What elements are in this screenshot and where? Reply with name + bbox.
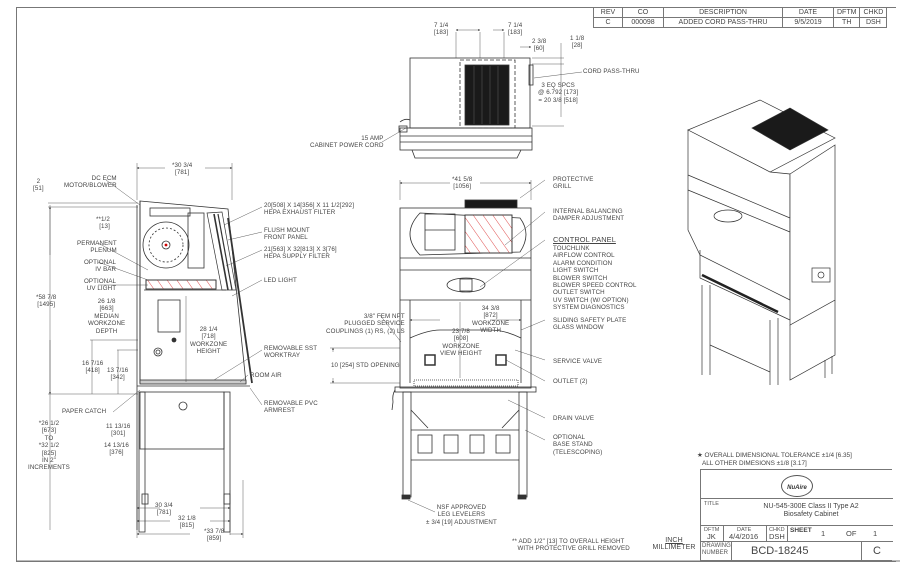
side-width-dim: *30 3/4 [781] <box>172 162 193 177</box>
supply-filter-label: 21[563] X 32[813] X 3[76] HEPA SUPPLY FI… <box>264 246 337 261</box>
drain-valve-label: DRAIN VALVE <box>553 415 595 422</box>
revision-header-row: REV CO DESCRIPTION DATE DFTM CHKD <box>593 7 888 18</box>
damper-label: INTERNAL BALANCING DAMPER ADJUSTMENT <box>553 208 625 223</box>
side-view <box>48 163 263 538</box>
divider <box>731 541 732 561</box>
chkd-value: DSH <box>859 17 888 28</box>
iv-bar-label: OPTIONAL IV BAR <box>84 259 117 274</box>
paper-catch-label: PAPER CATCH <box>62 408 107 415</box>
front-width-dim: *41 5/8 [1056] <box>452 176 473 191</box>
chkd-label: CHKD <box>769 527 785 533</box>
view-height-label: 23 7/8 [608] WORKZONE VIEW HEIGHT <box>440 328 483 358</box>
drawing-number-label: DRAWING NUMBER <box>702 543 731 556</box>
dim-2: 2 [51] <box>33 178 44 193</box>
dftm-value: JK <box>707 532 716 541</box>
dim-13-7-16: 13 7/16 [342] <box>107 367 129 382</box>
title-row-divider <box>701 498 893 499</box>
of-label: OF <box>846 529 857 538</box>
dftm-label: DFTM <box>704 527 720 533</box>
sheet-label: SHEET <box>790 527 812 534</box>
base-width-3: *33 7/8 [859] <box>204 528 225 543</box>
eq-spacing-label: 3 EQ SPCS @ 6.792 [173] = 20 3/8 [518] <box>538 82 579 104</box>
logo-text: NuAire <box>787 485 807 491</box>
motor-blower-label: DC ECM MOTOR/BLOWER <box>64 175 117 190</box>
protective-grill-label: PROTECTIVE GRILL <box>553 176 594 191</box>
dim-16-7-16: 16 7/16 [418] <box>82 360 104 375</box>
drawing-row-divider <box>701 541 893 542</box>
front-panel-label: FLUSH MOUNT FRONT PANEL <box>264 227 310 242</box>
power-cord-label: 15 AMP CABINET POWER CORD <box>310 135 384 150</box>
control-panel-items: TOUCHLINK AIRFLOW CONTROL ALARM CONDITIO… <box>553 245 637 312</box>
leg-levelers-label: NSF APPROVED LEG LEVELERS ± 3/4 [19] ADJ… <box>426 504 497 526</box>
workzone-height-label: 28 1/4 [718] WORKZONE HEIGHT <box>190 326 228 356</box>
workzone-width-label: 34 3/8 [872] WORKZONE WIDTH <box>472 305 510 335</box>
unit-inch: INCH <box>665 537 683 544</box>
of-value: 1 <box>873 529 878 538</box>
sheet-value: 1 <box>821 529 826 538</box>
dim-half-inch: **1/2 [13] <box>96 216 110 231</box>
revision-row: C 000098 ADDED CORD PASS-THRU 9/5/2019 T… <box>593 17 888 28</box>
divider <box>766 525 767 541</box>
dim-14-13-16: 14 13/16 [376] <box>104 442 129 457</box>
drawing-number: BCD-18245 <box>751 545 809 557</box>
control-panel-title: CONTROL PANEL <box>553 235 616 244</box>
front-view <box>330 179 546 513</box>
overall-height-dim: *58 7/8 [1495] <box>36 294 57 309</box>
uv-light-label: OPTIONAL UV LIGHT <box>84 278 117 293</box>
dim-top-right: 7 1/4 [183] <box>508 22 523 37</box>
plenum-label: PERMANENT PLENUM <box>77 240 117 255</box>
stand-height-dim: *26 1/2 [673] TO *32 1/2 [825] IN 2" INC… <box>28 420 70 472</box>
led-light-label: LED LIGHT <box>264 277 297 284</box>
outlet-label: OUTLET (2) <box>553 378 588 385</box>
drawing-title: NU-545-300E Class II Type A2 Biosafety C… <box>763 503 859 518</box>
divider <box>861 541 862 561</box>
std-opening-label: 10 [254] STD OPENING <box>331 362 400 369</box>
title-block: NuAire TITLE NU-545-300E Class II Type A… <box>700 469 893 561</box>
service-valve-label: SERVICE VALVE <box>553 358 603 365</box>
company-logo: NuAire <box>781 475 813 497</box>
unit-millimeter: MILLIMETER <box>652 544 696 551</box>
dim-1-1-8: 1 1/8 [28] <box>570 35 585 50</box>
top-view <box>381 29 583 159</box>
dim-top-left: 7 1/4 [183] <box>434 22 449 37</box>
title-label: TITLE <box>704 501 719 507</box>
dim-2-3-8: 2 3/8 [60] <box>532 38 547 53</box>
date-value: 4/4/2016 <box>729 532 759 541</box>
info-row-divider <box>701 525 893 526</box>
divider <box>723 525 724 541</box>
date-label: DATE <box>737 527 752 533</box>
room-air-label: ROOM AIR <box>250 372 282 379</box>
worktray-label: REMOVABLE SST WORKTRAY <box>264 345 318 360</box>
exhaust-filter-label: 20[508] X 14[356] X 11 1/2[292] HEPA EXH… <box>264 202 355 217</box>
isometric-view <box>687 99 836 385</box>
dftm-value: TH <box>832 17 861 28</box>
grill-removed-note: ** ADD 1/2" [13] TO OVERALL HEIGHT WITH … <box>512 538 630 553</box>
dim-11-13-16: 11 13/16 [301] <box>106 423 131 438</box>
chkd-value: DSH <box>769 532 785 541</box>
couplings-label: 3/8" FEM NPT PLUGGED SERVICE COUPLINGS (… <box>326 313 405 335</box>
median-depth-label: 26 1/8 [663] MEDIAN WORKZONE DEPTH <box>88 298 126 335</box>
revision-table: REV CO DESCRIPTION DATE DFTM CHKD C 0000… <box>593 7 888 28</box>
cord-pass-thru-label: CORD PASS-THRU <box>583 68 640 75</box>
divider <box>787 525 788 541</box>
base-width-1: 30 3/4 [781] <box>155 502 173 517</box>
base-stand-label: OPTIONAL BASE STAND (TELESCOPING) <box>553 434 603 456</box>
base-width-2: 32 1/8 [815] <box>178 515 196 530</box>
armrest-label: REMOVABLE PVC ARMREST <box>264 400 318 415</box>
revision-letter: C <box>873 545 881 557</box>
tolerance-note: ★ OVERALL DIMENSIONAL TOLERANCE ±1/4 [6.… <box>697 452 852 467</box>
sash-label: SLIDING SAFETY PLATE GLASS WINDOW <box>553 317 627 332</box>
